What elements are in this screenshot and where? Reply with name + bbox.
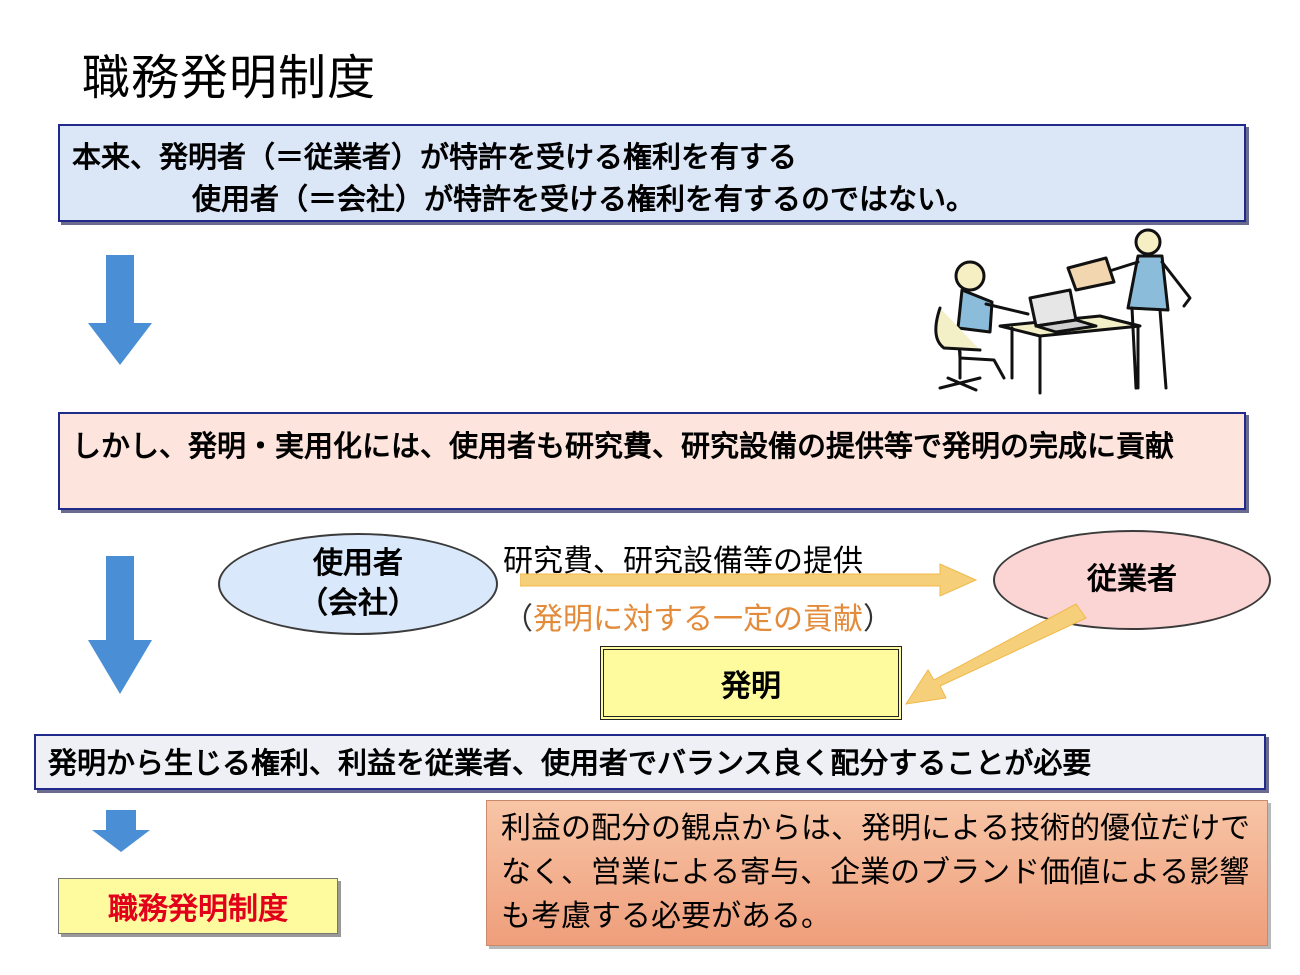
office-workers-clipart (934, 228, 1192, 395)
contribution-close-paren: ） (863, 602, 893, 637)
employer-sublabel: （会社） (298, 586, 418, 621)
invention-arrow (904, 603, 1087, 705)
note-box: 利益の配分の観点からは、発明による技術的優位だけでなく、営業による寄与、企業のブ… (486, 800, 1268, 946)
employer-label: 使用者 (313, 546, 403, 581)
employer-node: 使用者 （会社） (218, 533, 498, 635)
premise-line-2: 使用者（＝会社）が特許を受ける権利を有するのではない。 (192, 182, 976, 216)
contribution-box: しかし、発明・実用化には、使用者も研究費、研究設備の提供等で発明の完成に貢献 (58, 412, 1246, 510)
employee-label: 従業者 (1087, 562, 1177, 597)
provision-arrow (520, 563, 978, 597)
invention-node: 発明 (600, 646, 902, 720)
down-arrow-icon (92, 810, 150, 852)
contribution-text: 発明に対する一定の貢献 (533, 602, 863, 637)
conclusion-box: 職務発明制度 (58, 878, 338, 934)
contribution-label: （発明に対する一定の貢献） (503, 594, 893, 638)
balance-box: 発明から生じる権利、利益を従業者、使用者でバランス良く配分することが必要 (34, 734, 1266, 790)
down-arrow-icon (88, 556, 152, 694)
premise-box: 本来、発明者（＝従業者）が特許を受ける権利を有する 使用者（＝会社）が特許を受け… (58, 124, 1246, 222)
premise-line-1: 本来、発明者（＝従業者）が特許を受ける権利を有する (72, 140, 798, 174)
employee-node: 従業者 (993, 530, 1271, 630)
down-arrow-icon (88, 255, 152, 365)
page-title: 職務発明制度 (82, 50, 377, 106)
provision-label: 研究費、研究設備等の提供 (503, 544, 863, 579)
contribution-open-paren: （ (503, 602, 533, 637)
